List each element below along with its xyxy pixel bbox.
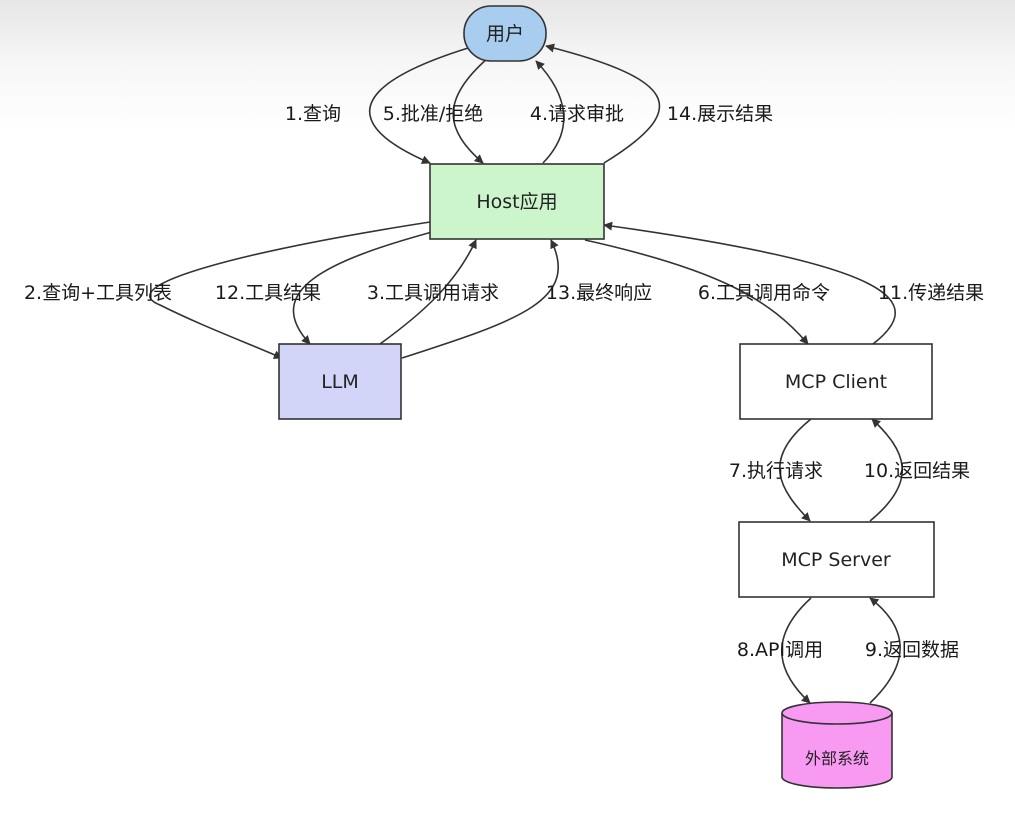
edge-label-9: 9.返回数据 bbox=[865, 639, 959, 661]
edge-pass-result-client-to-host bbox=[603, 221, 897, 345]
node-external-system: 外部系统 bbox=[781, 701, 893, 789]
edge-show-result-host-to-user bbox=[545, 43, 661, 164]
edge-return-data-external-to-server bbox=[869, 597, 901, 704]
edge-label-12: 12.工具结果 bbox=[215, 282, 321, 304]
edge-tool-command-host-to-client bbox=[584, 239, 809, 345]
edge-label-3: 3.工具调用请求 bbox=[367, 282, 499, 304]
edge-label-5: 5.批准/拒绝 bbox=[383, 103, 484, 125]
node-mcp-client: MCP Client bbox=[739, 343, 933, 420]
edge-request-approval-host-to-user bbox=[535, 60, 565, 164]
edge-query-user-to-host bbox=[368, 44, 479, 164]
edge-label-4: 4.请求审批 bbox=[530, 103, 624, 125]
edge-label-2: 2.查询+工具列表 bbox=[24, 282, 172, 304]
edge-approve-user-to-host bbox=[452, 57, 489, 164]
node-mcp-client-label: MCP Client bbox=[785, 371, 887, 393]
edge-return-result-server-to-client bbox=[869, 418, 903, 522]
edge-label-11: 11.传递结果 bbox=[878, 282, 984, 304]
node-llm: LLM bbox=[278, 343, 402, 420]
edge-label-8: 8.API调用 bbox=[737, 639, 823, 661]
node-user-label: 用户 bbox=[486, 23, 524, 45]
node-mcp-server: MCP Server bbox=[738, 521, 935, 598]
edge-api-call-server-to-external bbox=[781, 597, 812, 704]
node-llm-label: LLM bbox=[321, 371, 359, 393]
edge-label-14: 14.展示结果 bbox=[667, 103, 773, 125]
edge-label-1: 1.查询 bbox=[285, 103, 341, 125]
edge-label-13: 13.最终响应 bbox=[546, 282, 652, 304]
node-user: 用户 bbox=[463, 5, 547, 62]
edge-final-response-llm-to-host bbox=[401, 239, 559, 359]
node-external-system-label: 外部系统 bbox=[805, 749, 869, 768]
edge-tool-call-request-llm-to-host bbox=[379, 239, 477, 345]
edge-label-6: 6.工具调用命令 bbox=[698, 282, 830, 304]
edge-query-tools-host-to-llm bbox=[149, 221, 431, 359]
node-host-app: Host应用 bbox=[429, 163, 605, 240]
edge-label-7: 7.执行请求 bbox=[729, 460, 823, 482]
edge-label-10: 10.返回结果 bbox=[864, 460, 970, 482]
edge-execute-request-client-to-server bbox=[778, 418, 812, 522]
node-host-app-label: Host应用 bbox=[476, 191, 557, 213]
node-mcp-server-label: MCP Server bbox=[781, 549, 891, 571]
edge-tool-result-host-to-llm bbox=[292, 231, 433, 345]
